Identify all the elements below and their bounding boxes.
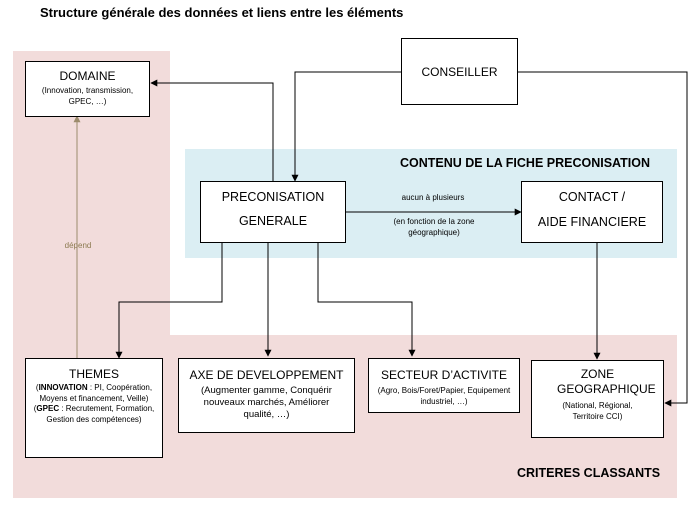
contact-box[interactable]: CONTACT / AIDE FINANCIERE xyxy=(521,181,663,243)
themes-innovation-label: INNOVATION xyxy=(38,383,88,392)
edge-conseiller-zone xyxy=(518,71,688,407)
diagram-title: Structure générale des données et liens … xyxy=(40,5,404,20)
en-fonction-zone-label: (en fonction de la zone géographique) xyxy=(393,217,475,237)
themes-innovation-detail: : PI, Coopération, Moyens et financement… xyxy=(39,383,153,403)
conseiller-box[interactable]: CONSEILLER xyxy=(401,38,518,105)
themes-title: THEMES xyxy=(68,367,119,381)
axe-title: AXE DE DEVELOPPEMENT xyxy=(189,368,344,382)
contact-line1: CONTACT / xyxy=(558,190,626,204)
axe-subtitle: (Augmenter gamme, Conquérir nouveaux mar… xyxy=(201,385,332,420)
aucun-a-plusieurs-label: aucun à plusieurs xyxy=(401,193,465,202)
preconisation-line2: GENERALE xyxy=(238,214,308,228)
themes-gpec-label: GPEC xyxy=(36,404,60,413)
edge-conseiller-preconisation xyxy=(291,71,401,182)
edge-preconisation-domaine xyxy=(150,79,274,183)
contact-line2: AIDE FINANCIERE xyxy=(537,215,647,229)
themes-box[interactable]: THEMES (INNOVATION : PI, Coopération, Mo… xyxy=(25,358,163,458)
conseiller-title: CONSEILLER xyxy=(421,65,498,79)
zone-subtitle: (National, Régional, Territoire CCI) xyxy=(562,401,633,421)
domaine-box[interactable]: DOMAINE (Innovation, transmission, GPEC,… xyxy=(25,61,150,117)
secteur-title: SECTEUR D’ACTIVITE xyxy=(380,368,507,382)
edge-preconisation-secteur xyxy=(317,243,416,357)
themes-gpec-detail: : Recrutement, Formation, Gestion des co… xyxy=(46,404,155,424)
secteur-box[interactable]: SECTEUR D’ACTIVITE (Agro, Bois/Foret/Pap… xyxy=(368,358,520,413)
domaine-subtitle: (Innovation, transmission, GPEC, …) xyxy=(41,86,134,106)
zone-box[interactable]: ZONE GEOGRAPHIQUE (National, Régional, T… xyxy=(531,360,664,438)
criteres-section-label: CRITERES CLASSANTS xyxy=(517,466,661,480)
zone-title: ZONE GEOGRAPHIQUE xyxy=(557,367,656,396)
themes-gpec-text: (GPEC : Recrutement, Formation, Gestion … xyxy=(33,404,155,424)
preconisation-line1: PRECONISATION xyxy=(221,190,325,204)
axe-box[interactable]: AXE DE DEVELOPPEMENT (Augmenter gamme, C… xyxy=(178,358,355,433)
edge-preconisation-themes xyxy=(115,243,223,359)
themes-innovation-text: (INNOVATION : PI, Coopération, Moyens et… xyxy=(35,383,153,403)
contenu-section-label: CONTENU DE LA FICHE PRECONISATION xyxy=(400,156,651,170)
preconisation-box[interactable]: PRECONISATION GENERALE xyxy=(200,181,346,243)
depend-label: dépend xyxy=(64,241,92,250)
secteur-subtitle: (Agro, Bois/Foret/Papier, Equipement ind… xyxy=(377,386,511,406)
domaine-title: DOMAINE xyxy=(59,69,116,83)
